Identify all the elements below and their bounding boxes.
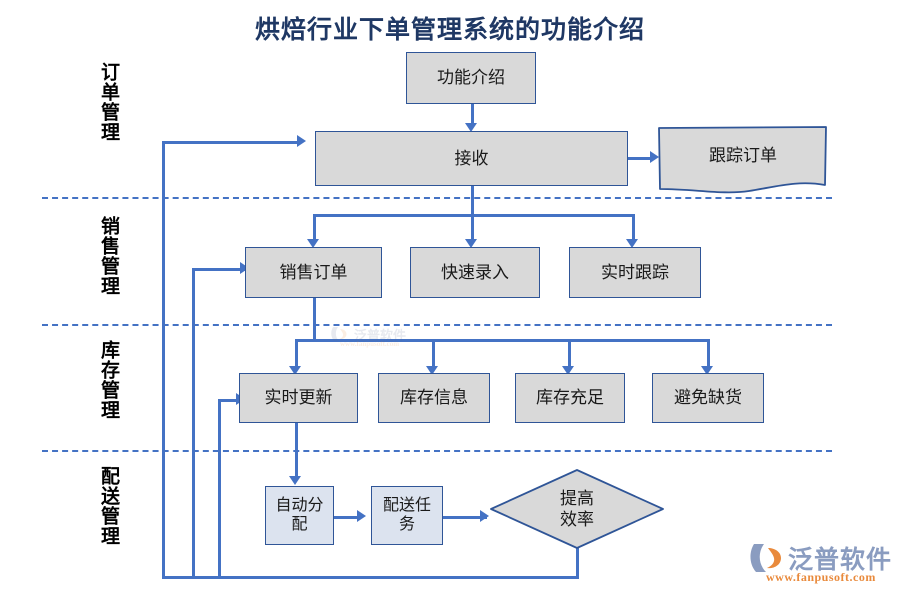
arrow-delivery-task-to-efficiency — [480, 510, 489, 522]
node-sales-order[interactable]: 销售订单 — [245, 247, 382, 298]
lane-divider-1 — [42, 197, 832, 199]
arrow-bus-to-stock-info — [426, 366, 438, 375]
lane-label-delivery-management: 配送管理 — [98, 466, 119, 546]
fanpu-logo-icon-faint — [331, 327, 347, 341]
connector-bus-to-stock-sufficient — [568, 339, 571, 368]
arrow-bus-to-sales-order — [307, 239, 319, 248]
arrow-feedback-to-receive — [297, 135, 306, 147]
watermark-faint-brand: 泛普软件 — [354, 328, 407, 343]
connector-bus-to-stock-info — [432, 339, 435, 368]
connector-bus-to-realtime-update — [295, 339, 298, 368]
connector-bus-to-sales-order — [313, 214, 316, 243]
connector-bus-to-avoid-shortage — [707, 339, 710, 368]
connector-auto-assign-to-delivery-task — [334, 516, 360, 519]
lane-label-order-management: 订单管理 — [98, 62, 119, 142]
node-stock-info[interactable]: 库存信息 — [378, 373, 490, 423]
arrow-bus-to-realtime-track — [626, 239, 638, 248]
arrow-auto-assign-to-delivery-task — [357, 510, 366, 522]
connector-feedback-to-receive-vertical — [162, 141, 165, 579]
arrow-bus-to-avoid-shortage — [701, 366, 713, 375]
connector-sales-bus — [313, 214, 635, 217]
lane-label-inventory-management: 库存管理 — [98, 340, 119, 420]
connector-bottom-return-bus — [162, 576, 579, 579]
arrow-intro-to-receive — [465, 123, 477, 132]
node-improve-efficiency-line1: 提高 — [560, 488, 594, 508]
fanpu-logo-icon — [750, 544, 781, 572]
arrow-realtime-update-to-auto-assign — [289, 476, 301, 485]
connector-bus-to-quick-entry — [471, 214, 474, 243]
connector-realtime-update-to-auto-assign — [295, 423, 298, 478]
watermark-logo: 泛普软件 www.fanpusoft.com — [748, 540, 893, 588]
node-realtime-update[interactable]: 实时更新 — [239, 373, 358, 423]
arrow-feedback-to-sales-order — [240, 262, 249, 274]
node-realtime-track[interactable]: 实时跟踪 — [569, 247, 701, 298]
node-quick-entry[interactable]: 快速录入 — [410, 247, 540, 298]
connector-feedback-to-realtime-update-vertical — [218, 399, 221, 579]
connector-feedback-to-realtime-update-horizontal — [218, 399, 240, 402]
page-title: 烘焙行业下单管理系统的功能介绍 — [254, 17, 645, 44]
node-stock-sufficient[interactable]: 库存充足 — [515, 373, 625, 423]
connector-receive-to-track — [628, 157, 652, 160]
node-improve-efficiency[interactable]: 提高 效率 — [489, 468, 665, 550]
connector-efficiency-down — [576, 548, 579, 579]
lane-label-sales-management: 销售管理 — [98, 216, 119, 296]
node-auto-assign[interactable]: 自动分配 — [265, 486, 334, 545]
node-intro[interactable]: 功能介绍 — [406, 52, 536, 104]
arrow-receive-to-track — [650, 151, 659, 163]
arrow-bus-to-realtime-update — [289, 366, 301, 375]
arrow-bus-to-stock-sufficient — [562, 366, 574, 375]
lane-divider-2 — [42, 324, 832, 326]
node-track-order[interactable]: 跟踪订单 — [657, 125, 829, 195]
connector-receive-down — [471, 186, 474, 217]
node-receive[interactable]: 接收 — [315, 131, 628, 186]
watermark-url: www.fanpusoft.com — [766, 570, 876, 584]
connector-intro-to-receive — [471, 104, 474, 127]
watermark-brand: 泛普软件 — [788, 546, 893, 574]
connector-inventory-bus — [295, 339, 710, 342]
connector-bus-to-realtime-track — [632, 214, 635, 243]
lane-divider-3 — [42, 450, 832, 452]
track-order-document-shape — [658, 126, 827, 194]
node-track-order-label: 跟踪订单 — [709, 146, 777, 165]
node-improve-efficiency-line2: 效率 — [560, 510, 594, 529]
connector-feedback-to-sales-order-vertical — [192, 268, 195, 579]
node-avoid-shortage[interactable]: 避免缺货 — [652, 373, 764, 423]
node-improve-efficiency-label: 提高 效率 — [489, 488, 665, 531]
improve-efficiency-diamond-shape — [490, 469, 664, 549]
arrow-bus-to-quick-entry — [465, 239, 477, 248]
connector-sales-order-down — [313, 298, 316, 342]
node-delivery-task[interactable]: 配送任务 — [371, 486, 443, 545]
watermark-faint-url: www.fanpusoft.com — [340, 340, 400, 348]
connector-delivery-task-to-efficiency — [443, 516, 487, 519]
connector-feedback-to-receive-horizontal — [162, 141, 301, 144]
connector-feedback-to-sales-order-horizontal — [192, 268, 246, 271]
